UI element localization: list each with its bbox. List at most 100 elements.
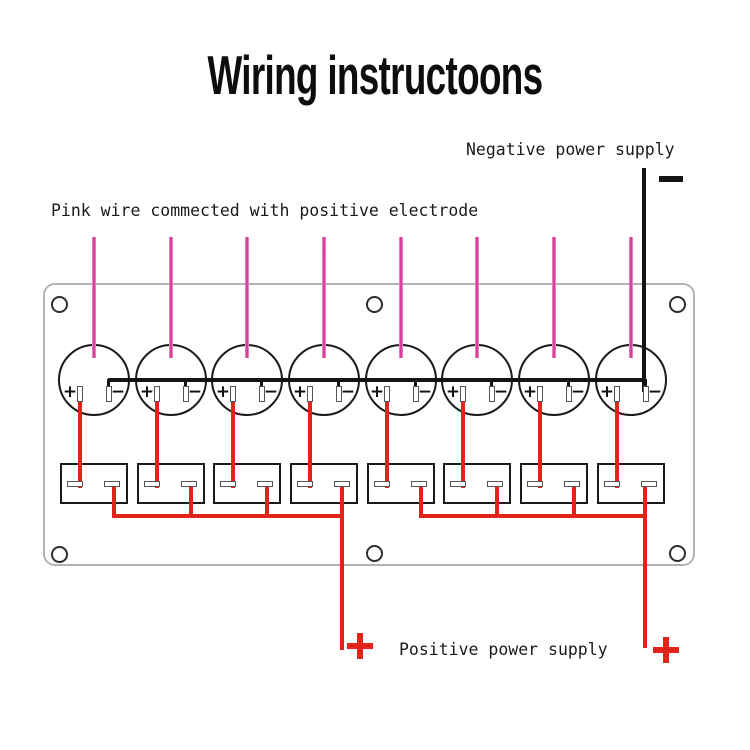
negative-sign-label: − bbox=[263, 382, 279, 402]
positive-terminal-pin bbox=[460, 386, 466, 402]
mounting-hole bbox=[365, 295, 383, 313]
negative-terminal-pin bbox=[106, 386, 112, 402]
negative-sign-label: − bbox=[647, 382, 663, 402]
switch-terminal-left bbox=[220, 481, 236, 487]
negative-sign-label: − bbox=[417, 382, 433, 402]
positive-terminal-pin bbox=[537, 386, 543, 402]
positive-red-wire bbox=[231, 394, 235, 488]
positive-sign-label: + bbox=[445, 382, 461, 402]
switch-panel bbox=[43, 283, 695, 566]
negative-bus-wire bbox=[108, 378, 646, 382]
positive-red-wire bbox=[155, 394, 159, 488]
positive-symbol-icon-left bbox=[347, 633, 373, 659]
switch-terminal-left bbox=[374, 481, 390, 487]
switch-terminal-right bbox=[257, 481, 273, 487]
positive-red-wire bbox=[385, 394, 389, 488]
negative-sign-label: − bbox=[493, 382, 509, 402]
positive-red-wire bbox=[538, 394, 542, 488]
switch-terminal-left bbox=[297, 481, 313, 487]
switch-output-red-wire bbox=[572, 484, 576, 518]
positive-sign-label: + bbox=[139, 382, 155, 402]
switch-terminal-right bbox=[641, 481, 657, 487]
positive-sign-label: + bbox=[215, 382, 231, 402]
negative-sign-label: − bbox=[187, 382, 203, 402]
negative-supply-wire bbox=[642, 168, 646, 392]
positive-bus-right bbox=[419, 514, 647, 518]
positive-red-wire bbox=[615, 394, 619, 488]
plus-horizontal-bar bbox=[653, 647, 679, 653]
switch-terminal-left bbox=[527, 481, 543, 487]
pink-wire bbox=[629, 237, 633, 358]
positive-bus-left bbox=[112, 514, 344, 518]
negative-sign-label: − bbox=[110, 382, 126, 402]
positive-sign-label: + bbox=[599, 382, 615, 402]
positive-symbol-icon-right bbox=[653, 637, 679, 663]
switch-terminal-right bbox=[564, 481, 580, 487]
negative-terminal-pin bbox=[489, 386, 495, 402]
mounting-hole bbox=[365, 544, 383, 562]
mounting-hole bbox=[50, 545, 68, 563]
switch-output-red-wire bbox=[419, 484, 423, 518]
pink-wire bbox=[399, 237, 403, 358]
positive-red-wire bbox=[461, 394, 465, 488]
positive-supply-label: Positive power supply bbox=[399, 640, 608, 659]
mounting-hole bbox=[668, 544, 686, 562]
negative-bus-drop-wire bbox=[490, 379, 493, 389]
switch-terminal-right bbox=[487, 481, 503, 487]
switch-output-red-wire bbox=[495, 484, 499, 518]
negative-sign-label: − bbox=[340, 382, 356, 402]
switch-terminal-left bbox=[67, 481, 83, 487]
pink-wire bbox=[92, 237, 96, 358]
positive-supply-wire-left bbox=[340, 484, 344, 650]
negative-terminal-pin bbox=[566, 386, 572, 402]
pink-wire bbox=[475, 237, 479, 358]
negative-bus-drop-wire bbox=[567, 379, 570, 389]
pink-wire-note-label: Pink wire commected with positive electr… bbox=[51, 201, 479, 220]
positive-red-wire bbox=[308, 394, 312, 488]
positive-sign-label: + bbox=[522, 382, 538, 402]
positive-sign-label: + bbox=[369, 382, 385, 402]
switch-output-red-wire bbox=[265, 484, 269, 518]
negative-terminal-pin bbox=[413, 386, 419, 402]
mounting-hole bbox=[668, 295, 686, 313]
switch-terminal-right bbox=[334, 481, 350, 487]
pink-wire bbox=[245, 237, 249, 358]
negative-sign-label: − bbox=[570, 382, 586, 402]
positive-red-wire bbox=[78, 394, 82, 488]
page-title: Wiring instructoons bbox=[207, 44, 544, 106]
negative-terminal-pin bbox=[336, 386, 342, 402]
switch-terminal-left bbox=[604, 481, 620, 487]
pink-wire bbox=[552, 237, 556, 358]
switch-terminal-right bbox=[411, 481, 427, 487]
positive-terminal-pin bbox=[384, 386, 390, 402]
pink-wire bbox=[322, 237, 326, 358]
negative-bus-drop-wire bbox=[184, 379, 187, 389]
plus-horizontal-bar bbox=[347, 643, 373, 649]
negative-symbol-icon bbox=[659, 176, 683, 182]
negative-terminal-pin bbox=[183, 386, 189, 402]
negative-terminal-pin bbox=[643, 386, 649, 402]
positive-terminal-pin bbox=[230, 386, 236, 402]
negative-bus-drop-wire bbox=[260, 379, 263, 389]
switch-output-red-wire bbox=[189, 484, 193, 518]
positive-terminal-pin bbox=[154, 386, 160, 402]
negative-terminal-pin bbox=[259, 386, 265, 402]
positive-sign-label: + bbox=[292, 382, 308, 402]
positive-terminal-pin bbox=[307, 386, 313, 402]
negative-bus-drop-wire bbox=[337, 379, 340, 389]
negative-bus-drop-wire bbox=[107, 379, 110, 389]
mounting-hole bbox=[50, 295, 68, 313]
positive-terminal-pin bbox=[614, 386, 620, 402]
positive-terminal-pin bbox=[77, 386, 83, 402]
negative-bus-drop-wire bbox=[414, 379, 417, 389]
negative-supply-label: Negative power supply bbox=[466, 140, 675, 159]
switch-terminal-right bbox=[104, 481, 120, 487]
positive-sign-label: + bbox=[62, 382, 78, 402]
switch-output-red-wire bbox=[112, 484, 116, 518]
switch-terminal-left bbox=[144, 481, 160, 487]
page-title-wrap: Wiring instructoons bbox=[0, 44, 750, 107]
pink-wire bbox=[169, 237, 173, 358]
positive-supply-wire-right bbox=[643, 484, 647, 648]
switch-terminal-left bbox=[450, 481, 466, 487]
